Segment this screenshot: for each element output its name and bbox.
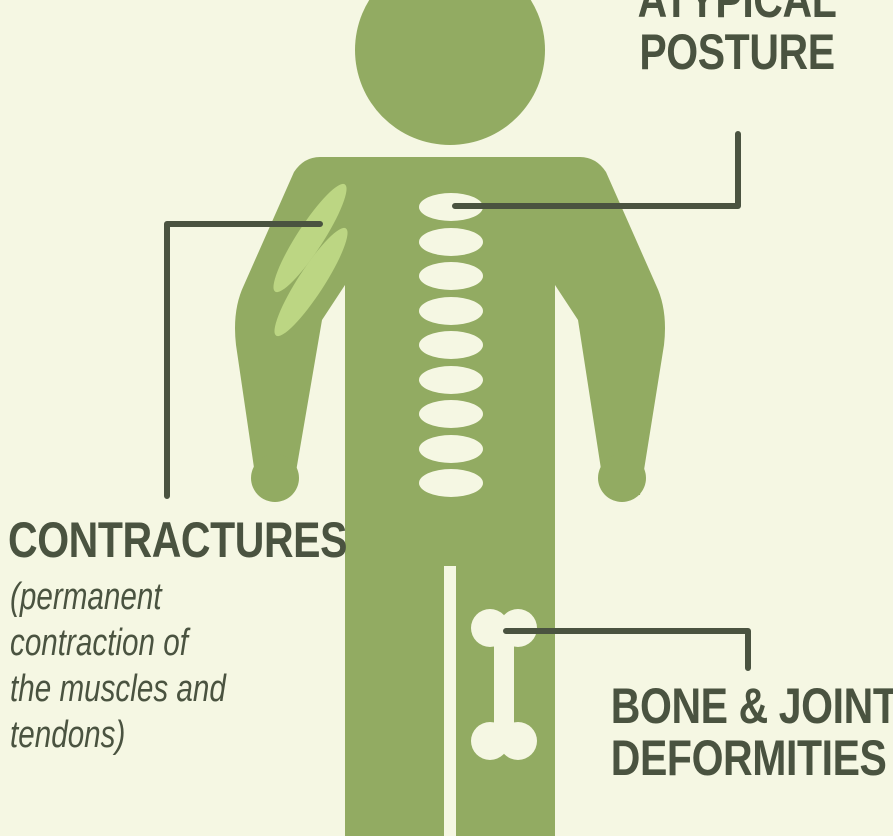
- person-head: [355, 0, 545, 145]
- contractures-description: (permanent contraction of the muscles an…: [10, 574, 267, 758]
- contractures-title: CONTRACTURES: [8, 514, 347, 566]
- vertebra: [419, 435, 483, 463]
- desc-line: tendons): [10, 712, 267, 758]
- vertebra: [419, 331, 483, 359]
- vertebra: [419, 469, 483, 497]
- vertebra: [419, 262, 483, 290]
- leg-gap: [444, 566, 456, 836]
- spine-icon: [419, 193, 483, 497]
- posture-line-1: ATYPICAL: [635, 0, 840, 26]
- bone-line-1: BONE & JOINT: [611, 680, 873, 732]
- posture-line-2: POSTURE: [635, 26, 840, 78]
- bone-joint-deformities-label: BONE & JOINT DEFORMITIES: [611, 680, 873, 784]
- vertebra: [419, 297, 483, 325]
- bone-line-2: DEFORMITIES: [611, 732, 873, 784]
- atypical-posture-label: ATYPICAL POSTURE: [635, 0, 840, 78]
- vertebra: [419, 400, 483, 428]
- vertebra: [419, 366, 483, 394]
- desc-line: (permanent: [10, 574, 267, 620]
- desc-line: the muscles and: [10, 666, 267, 712]
- desc-line: contraction of: [10, 620, 267, 666]
- vertebra: [419, 228, 483, 256]
